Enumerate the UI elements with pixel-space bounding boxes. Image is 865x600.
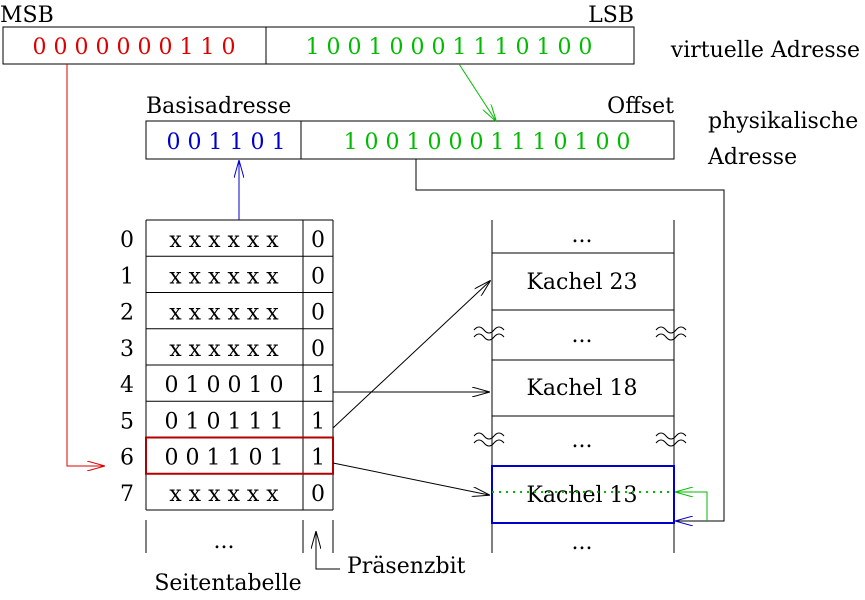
frame-13-highlight — [491, 465, 675, 524]
offset-copy-arrow — [458, 63, 496, 121]
page-number-arrow — [66, 64, 104, 466]
presence-bit-arrow — [316, 532, 340, 570]
page-table-entry: 0 1 0 1 1 1 — [165, 409, 284, 434]
physical-offset-bits: 1 0 0 1 0 0 0 1 1 1 0 1 0 0 — [344, 130, 631, 155]
page-table-entry: x x x x x x — [169, 337, 279, 362]
page-table-entry: x x x x x x — [169, 482, 279, 507]
page-table-entry: x x x x x x — [169, 301, 279, 326]
presence-bit: 0 — [311, 337, 325, 362]
page-table: 0 x x x x x x 0 1 x x x x x x 0 2 x x x x x x 0 3… — [120, 219, 334, 511]
page-table-index: 6 — [120, 446, 134, 471]
presence-bit: 0 — [311, 301, 325, 326]
page-table-index: 4 — [120, 373, 134, 398]
offset-to-frame-line — [415, 159, 725, 521]
virtual-address-label: virtuelle Adresse — [670, 38, 860, 63]
page-table-ellipsis: ... — [214, 529, 235, 554]
memory-ellipsis: ... — [572, 428, 593, 453]
byte-location-arrow — [676, 492, 708, 521]
virtual-offset-box — [265, 26, 635, 65]
base-address-label: Basisadresse — [146, 94, 291, 119]
page-table-index: 5 — [120, 409, 134, 434]
page-table-index: 1 — [120, 264, 134, 289]
offset-label: Offset — [607, 94, 674, 119]
msb-label: MSB — [0, 3, 54, 28]
page-table-index: 3 — [120, 337, 134, 362]
row6-to-frame13-arrow — [332, 462, 489, 495]
lsb-label: LSB — [588, 3, 634, 28]
selected-row-highlight — [145, 436, 334, 475]
main-memory: ... Kachel 23 ... Kachel 18 ... Kachel 1… — [473, 220, 687, 555]
presence-bit: 0 — [311, 482, 325, 507]
virtual-page-bits: 0 0 0 0 0 0 0 1 1 0 — [33, 35, 236, 60]
memory-ellipsis-bottom: ... — [572, 530, 593, 555]
presence-bit-label: Präsenzbit — [347, 554, 466, 579]
page-table-entry: 0 1 0 0 1 0 — [165, 373, 284, 398]
presence-bit: 1 — [311, 446, 325, 471]
presence-bit: 0 — [311, 228, 325, 253]
physical-address-label-line1: physikalische — [708, 109, 858, 134]
page-table-index: 7 — [120, 482, 134, 507]
physical-address-label-line2: Adresse — [707, 145, 797, 170]
presence-bit: 1 — [311, 409, 325, 434]
page-table-index: 2 — [120, 301, 134, 326]
page-table-entry: 0 0 1 1 0 1 — [165, 446, 284, 471]
virtual-offset-bits: 1 0 0 1 0 0 0 1 1 1 0 1 0 0 — [306, 35, 593, 60]
page-table-label: Seitentabelle — [154, 571, 301, 596]
page-table-entry: x x x x x x — [169, 264, 279, 289]
break-mark-icon — [473, 326, 687, 447]
page-table-entry: x x x x x x — [169, 228, 279, 253]
frame-18: Kachel 18 — [526, 376, 637, 401]
physical-base-bits: 0 0 1 1 0 1 — [167, 130, 286, 155]
memory-ellipsis: ... — [572, 323, 593, 348]
row5-to-frame23-arrow — [332, 281, 490, 429]
frame-13: Kachel 13 — [526, 483, 637, 508]
frame-23: Kachel 23 — [526, 270, 637, 295]
presence-bit: 0 — [311, 264, 325, 289]
presence-bit: 1 — [311, 373, 325, 398]
memory-ellipsis-top: ... — [572, 223, 593, 248]
page-table-index: 0 — [120, 228, 134, 253]
